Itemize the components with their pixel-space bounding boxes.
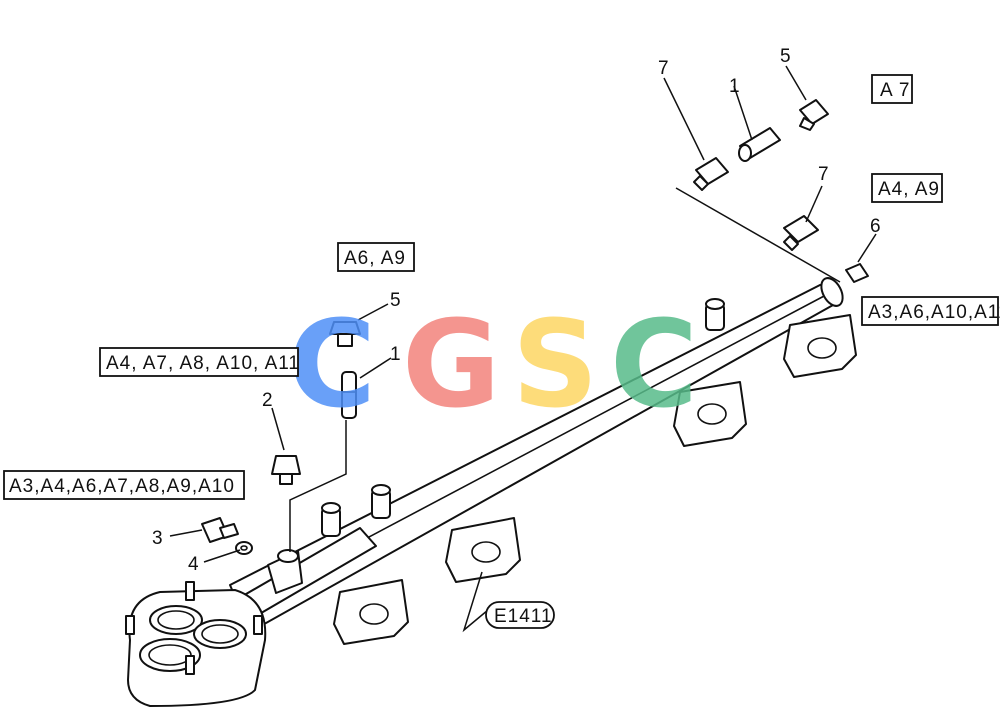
watermark-letter-c2: C: [610, 296, 698, 435]
svg-text:A3,A6,A10,A11: A3,A6,A10,A11: [868, 302, 1000, 323]
svg-text:A4, A7, A8, A10, A11: A4, A7, A8, A10, A11: [106, 353, 300, 374]
figure-code-label: E1411: [485, 601, 555, 629]
bolt-part-3: [201, 517, 239, 543]
callout-7-mid: 7: [818, 164, 829, 185]
callout-6: 6: [870, 216, 881, 237]
label-a7: A 7: [871, 74, 913, 104]
callout-5-top: 5: [780, 46, 791, 67]
fitting-part-7-mid: [783, 215, 819, 251]
washer-part-4: [235, 541, 253, 555]
filter-head: [125, 581, 267, 707]
callout-7-top: 7: [658, 58, 669, 79]
svg-text:A6, A9: A6, A9: [344, 248, 406, 269]
pin-part-1-center: [341, 371, 357, 419]
callout-1-center: 1: [390, 344, 401, 365]
label-a4-a7-a8-a10-a11: A4, A7, A8, A10, A11: [99, 347, 300, 377]
watermark-letter-g: G: [402, 296, 501, 435]
svg-text:A4, A9: A4, A9: [878, 179, 940, 200]
svg-text:A 7: A 7: [880, 80, 910, 101]
svg-text:A3,A4,A6,A7,A8,A9,A10: A3,A4,A6,A7,A8,A9,A10: [9, 476, 235, 497]
callout-3: 3: [152, 528, 163, 549]
plug-part-2: [271, 455, 301, 485]
watermark-letter-s: S: [512, 296, 598, 435]
callout-5-center: 5: [390, 290, 401, 311]
fitting-part-7-top: [693, 157, 729, 191]
pin-part-1-top: [738, 127, 781, 162]
plug-part-5-center: [329, 321, 361, 347]
callout-2: 2: [262, 390, 273, 411]
svg-text:E1411: E1411: [494, 606, 553, 627]
watermark: C G S C: [288, 296, 698, 435]
label-a3-a4-a6-a7-a8-a9-a10: A3,A4,A6,A7,A8,A9,A10: [3, 470, 245, 500]
callout-1-top: 1: [729, 76, 740, 97]
plug-part-5-top: [799, 99, 829, 131]
label-a6-a9: A6, A9: [337, 242, 415, 272]
leader-lines: [169, 65, 877, 633]
plug-part-6: [845, 263, 869, 283]
label-a4-a9: A4, A9: [871, 173, 943, 203]
callout-4: 4: [188, 554, 199, 575]
label-a3-a6-a10-a11: A3,A6,A10,A11: [861, 296, 1000, 326]
watermark-letter-c1: C: [288, 296, 376, 435]
